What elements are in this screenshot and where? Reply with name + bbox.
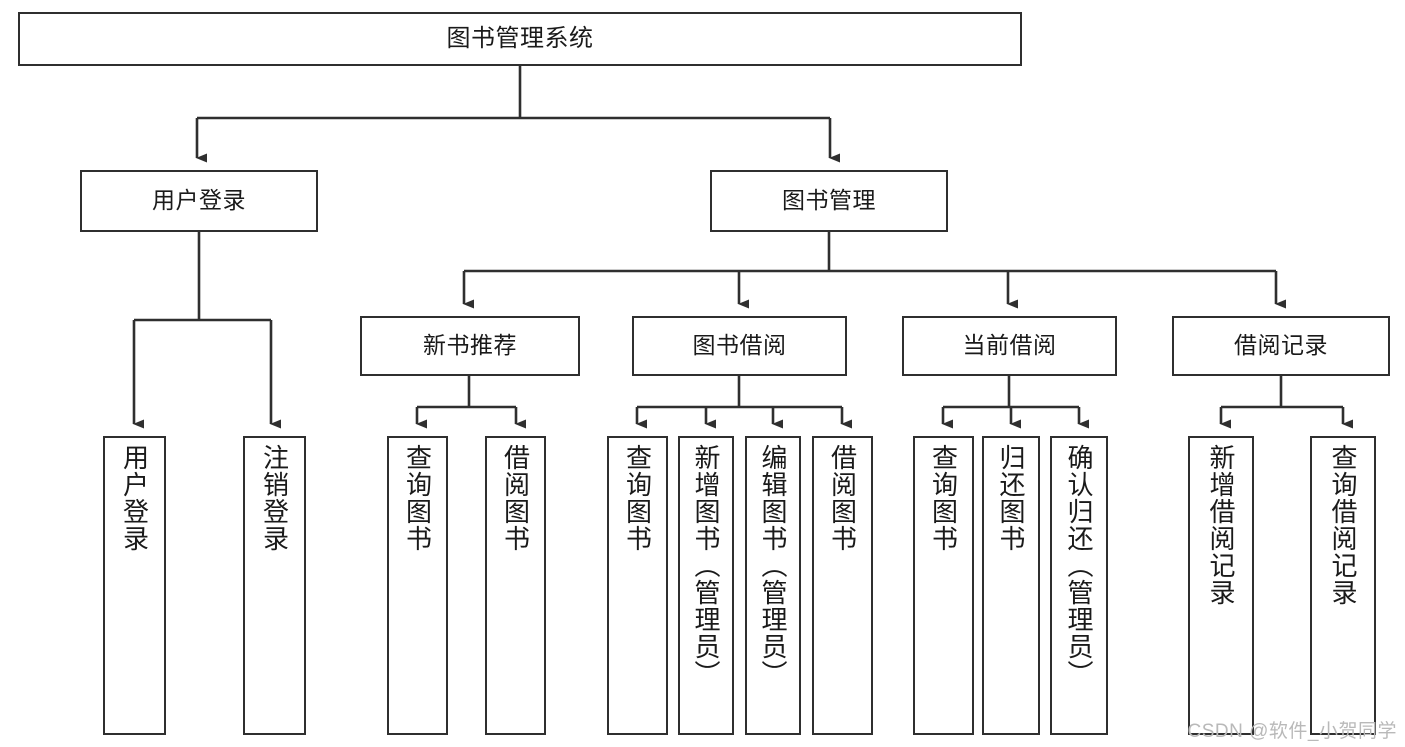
node-book-management[interactable]: 图书管理 bbox=[710, 170, 948, 232]
node-root[interactable]: 图书管理系统 bbox=[18, 12, 1022, 66]
node-book-management-label: 图书管理 bbox=[782, 187, 876, 214]
node-current-borrow[interactable]: 当前借阅 bbox=[902, 316, 1117, 376]
leaf-add-book-admin-label: 新增图书（管理员） bbox=[691, 444, 721, 687]
node-new-book-recommend-label: 新书推荐 bbox=[423, 332, 517, 359]
leaf-borrow-book-label: 借阅图书 bbox=[827, 444, 858, 552]
node-book-borrow[interactable]: 图书借阅 bbox=[632, 316, 847, 376]
leaf-user-login-label: 用户登录 bbox=[119, 444, 150, 552]
leaf-query-book-current[interactable]: 查询图书 bbox=[913, 436, 974, 735]
leaf-return-book[interactable]: 归还图书 bbox=[982, 436, 1040, 735]
leaf-query-book-borrow[interactable]: 查询图书 bbox=[607, 436, 668, 735]
leaf-edit-book-admin-label: 编辑图书（管理员） bbox=[758, 444, 788, 687]
node-borrow-record[interactable]: 借阅记录 bbox=[1172, 316, 1390, 376]
leaf-query-borrow-record[interactable]: 查询借阅记录 bbox=[1310, 436, 1376, 735]
leaf-query-book-recommend-label: 查询图书 bbox=[402, 444, 433, 552]
leaf-query-book-borrow-label: 查询图书 bbox=[622, 444, 653, 552]
node-user-login-label: 用户登录 bbox=[152, 187, 246, 214]
node-root-label: 图书管理系统 bbox=[446, 24, 594, 52]
leaf-query-book-recommend[interactable]: 查询图书 bbox=[387, 436, 448, 735]
node-current-borrow-label: 当前借阅 bbox=[962, 332, 1057, 359]
leaf-query-book-current-label: 查询图书 bbox=[928, 444, 959, 552]
node-book-borrow-label: 图书借阅 bbox=[692, 332, 787, 359]
leaf-confirm-return-admin[interactable]: 确认归还（管理员） bbox=[1050, 436, 1108, 735]
leaf-logout[interactable]: 注销登录 bbox=[243, 436, 306, 735]
csdn-watermark: CSDN @软件_小贺同学 bbox=[1187, 721, 1397, 742]
leaf-borrow-book-recommend[interactable]: 借阅图书 bbox=[485, 436, 546, 735]
node-new-book-recommend[interactable]: 新书推荐 bbox=[360, 316, 580, 376]
leaf-edit-book-admin[interactable]: 编辑图书（管理员） bbox=[745, 436, 801, 735]
leaf-add-book-admin[interactable]: 新增图书（管理员） bbox=[678, 436, 734, 735]
leaf-user-login[interactable]: 用户登录 bbox=[103, 436, 166, 735]
leaf-add-borrow-record[interactable]: 新增借阅记录 bbox=[1188, 436, 1254, 735]
leaf-borrow-book-recommend-label: 借阅图书 bbox=[500, 444, 531, 552]
node-borrow-record-label: 借阅记录 bbox=[1234, 332, 1328, 359]
leaf-borrow-book[interactable]: 借阅图书 bbox=[812, 436, 873, 735]
leaf-logout-label: 注销登录 bbox=[259, 444, 290, 552]
leaf-query-borrow-record-label: 查询借阅记录 bbox=[1328, 444, 1358, 606]
leaf-confirm-return-admin-label: 确认归还（管理员） bbox=[1064, 444, 1094, 687]
leaf-add-borrow-record-label: 新增借阅记录 bbox=[1206, 444, 1236, 606]
leaf-return-book-label: 归还图书 bbox=[996, 444, 1026, 552]
node-user-login[interactable]: 用户登录 bbox=[80, 170, 318, 232]
